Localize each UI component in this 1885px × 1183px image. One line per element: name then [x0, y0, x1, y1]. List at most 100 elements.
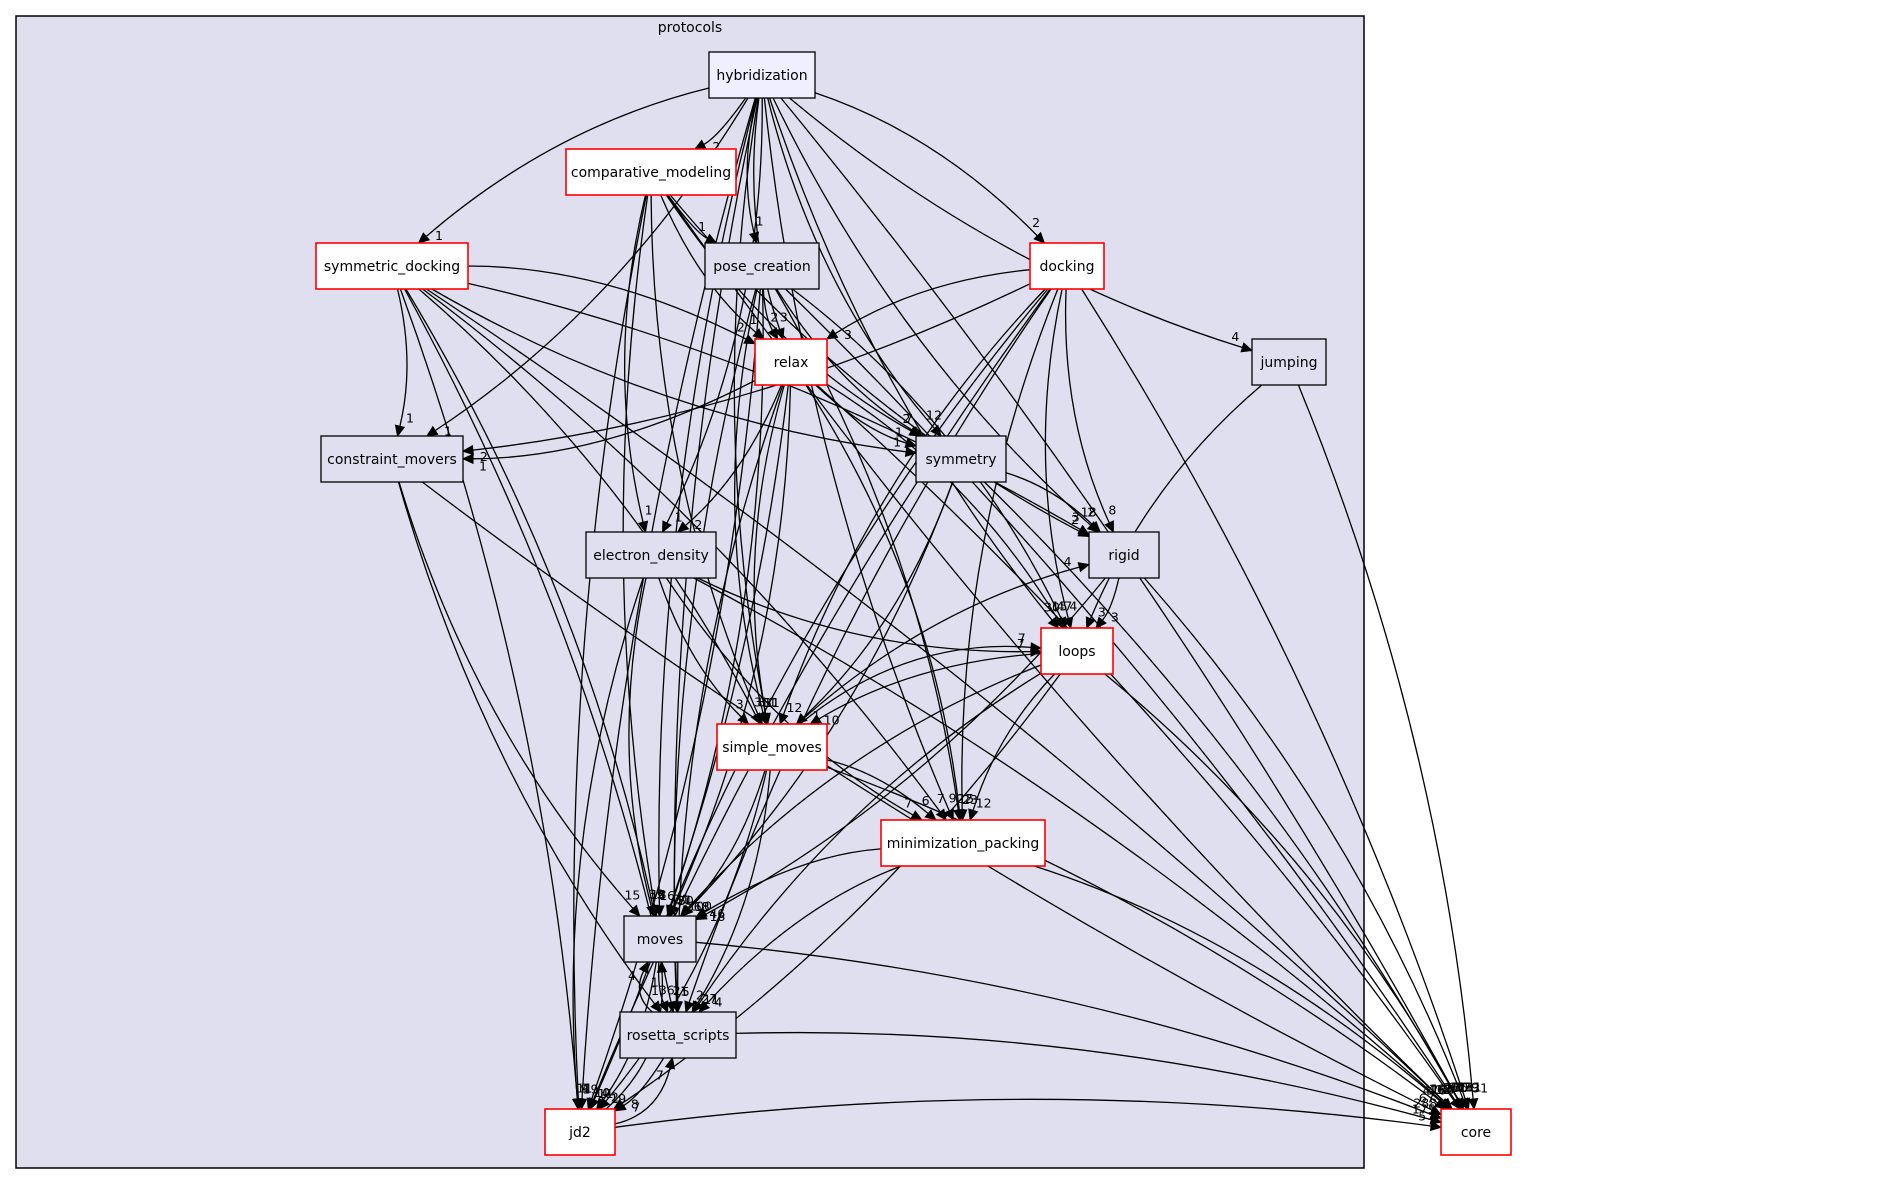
edge-label-symmetric-docking-to-rosetta-scripts[interactable]: 2 [673, 983, 681, 998]
edge-label-symmetric-docking-to-rigid[interactable]: 3 [1072, 510, 1080, 525]
edge-label-comparative-modeling-to-moves[interactable]: 9 [657, 887, 665, 902]
edge-label-hybridization-to-symmetric-docking[interactable]: 1 [435, 228, 443, 243]
edge-label-hybridization-to-jumping[interactable]: 4 [1231, 329, 1239, 344]
edge-label-hybridization-to-minimization-packing[interactable]: 9 [949, 791, 957, 806]
edge-label-pose-creation-to-symmetry[interactable]: 7 [905, 411, 913, 426]
node-box-symmetric-docking[interactable] [315, 242, 469, 290]
edge-label-relax-to-minimization-packing[interactable]: 15 [958, 791, 974, 806]
node-box-jd2[interactable] [544, 1108, 616, 1156]
node-hybridization[interactable]: hybridization [708, 51, 816, 99]
node-box-symmetry[interactable] [915, 435, 1007, 483]
node-jumping[interactable]: jumping [1251, 338, 1327, 386]
edge-label-symmetric-docking-to-symmetry[interactable]: 1 [893, 435, 901, 450]
edge-label-simple-moves-to-loops[interactable]: 7 [1018, 631, 1026, 646]
edge-label-comparative-modeling-to-symmetry[interactable]: 2 [903, 411, 911, 426]
edge-label-moves-to-core[interactable]: 288 [1413, 1096, 1437, 1111]
node-box-pose-creation[interactable] [704, 242, 820, 290]
edge-label-hybridization-to-comparative-modeling[interactable]: 2 [712, 139, 720, 154]
node-core[interactable]: core [1440, 1108, 1512, 1156]
edge-label-comparative-modeling-to-rigid[interactable]: 2 [1071, 512, 1079, 527]
edge-label-docking-to-minimization-packing[interactable]: 23 [962, 792, 978, 807]
edge-label-constraint-movers-to-core[interactable]: 67 [1419, 1091, 1435, 1106]
node-box-rosetta-scripts[interactable] [619, 1011, 737, 1059]
edge-label-jd2-to-moves[interactable]: 1 [651, 975, 659, 990]
edge-label-electron-density-to-simple-moves[interactable]: 3 [736, 696, 744, 711]
edge-label-symmetric-docking-to-constraint-movers[interactable]: 1 [406, 410, 414, 425]
edge-label-jumping-to-core[interactable]: 31 [1472, 1080, 1488, 1095]
edge-label-moves-to-rosetta-scripts[interactable]: 36 [659, 983, 675, 998]
edge-label-relax-to-moves[interactable]: 50 [678, 893, 694, 908]
edge-label-relax-to-simple-moves[interactable]: 31 [764, 695, 780, 710]
node-box-minimization-packing[interactable] [880, 819, 1046, 867]
edge-label-hybridization-to-moves[interactable]: 16 [659, 888, 675, 903]
edge-label-relax-to-electron-density[interactable]: 2 [694, 517, 702, 532]
edge-label-minimization-packing-to-core[interactable]: 412 [1428, 1082, 1452, 1097]
edge-label-loops-to-jd2[interactable]: 8 [631, 1096, 639, 1111]
edge-label-hybridization-to-pose-creation[interactable]: 1 [756, 214, 764, 229]
node-docking[interactable]: docking [1029, 242, 1105, 290]
edge-label-symmetric-docking-to-relax[interactable]: 2 [737, 319, 745, 334]
edge-label-relax-to-constraint-movers[interactable]: 1 [479, 459, 487, 474]
node-box-moves[interactable] [623, 915, 697, 963]
edge-label-pose-creation-to-minimization-packing[interactable]: 22 [957, 791, 973, 806]
edge-label-jd2-to-rosetta-scripts[interactable]: 7 [656, 1068, 664, 1083]
node-symmetry[interactable]: symmetry [915, 435, 1007, 483]
edge-label-simple-moves-to-rigid[interactable]: 4 [1064, 554, 1072, 569]
node-jd2[interactable]: jd2 [544, 1108, 616, 1156]
node-comparative-modeling[interactable]: comparative_modeling [565, 148, 737, 196]
node-constraint-movers[interactable]: constraint_movers [320, 435, 464, 483]
node-rosetta-scripts[interactable]: rosetta_scripts [619, 1011, 737, 1059]
edge-label-symmetry-to-rigid[interactable]: 2 [1087, 504, 1095, 519]
node-symmetric-docking[interactable]: symmetric_docking [315, 242, 469, 290]
edge-label-docking-to-rigid[interactable]: 8 [1108, 503, 1116, 518]
edge-label-docking-to-loops[interactable]: 4 [1069, 599, 1077, 614]
edge-label-docking-to-core[interactable]: 231 [1458, 1080, 1482, 1095]
node-pose-creation[interactable]: pose_creation [704, 242, 820, 290]
node-box-jumping[interactable] [1251, 338, 1327, 386]
node-box-simple-moves[interactable] [716, 723, 828, 771]
edge-label-electron-density-to-core[interactable]: 161 [1429, 1082, 1453, 1097]
edge-label-comparative-modeling-to-electron-density[interactable]: 1 [645, 503, 653, 518]
node-box-core[interactable] [1440, 1108, 1512, 1156]
node-electron-density[interactable]: electron_density [585, 531, 717, 579]
edge-label-comparative-modeling-to-pose-creation[interactable]: 1 [698, 219, 706, 234]
edge-label-docking-to-rosetta-scripts[interactable]: 2 [696, 988, 704, 1003]
node-box-rigid[interactable] [1088, 531, 1160, 579]
edge-label-symmetric-docking-to-simple-moves[interactable]: 3 [754, 695, 762, 710]
edge-label-constraint-movers-to-moves[interactable]: 15 [624, 888, 640, 903]
node-rigid[interactable]: rigid [1088, 531, 1160, 579]
edge-label-simple-moves-to-core[interactable]: 478 [1423, 1083, 1447, 1098]
edge-label-symmetry-to-moves[interactable]: 13 [694, 899, 710, 914]
node-box-loops[interactable] [1040, 627, 1114, 675]
edge-label-pose-creation-to-loops[interactable]: 47 [1056, 599, 1072, 614]
node-moves[interactable]: moves [623, 915, 697, 963]
node-minimization-packing[interactable]: minimization_packing [880, 819, 1046, 867]
edge-label-rigid-to-core[interactable]: 179 [1455, 1080, 1479, 1095]
edge-label-hybridization-to-electron-density[interactable]: 1 [675, 510, 683, 525]
edge-label-rigid-to-loops[interactable]: 3 [1111, 610, 1119, 625]
edge-label-rigid-to-moves[interactable]: 18 [709, 909, 725, 924]
edge-label-loops-to-core[interactable]: 458 [1449, 1080, 1473, 1095]
edge-label-constraint-movers-to-rosetta-scripts[interactable]: 1 [651, 983, 659, 998]
edge-label-electron-density-to-minimization-packing[interactable]: 7 [904, 795, 912, 810]
edge-label-rosetta-scripts-to-moves[interactable]: 4 [628, 968, 636, 983]
edge-label-rosetta-scripts-to-jd2[interactable]: 7 [632, 1099, 640, 1114]
edge-label-pose-creation-to-relax[interactable]: 2 [770, 310, 778, 325]
node-relax[interactable]: relax [754, 338, 828, 386]
node-box-electron-density[interactable] [585, 531, 717, 579]
edge-label-relax-to-loops[interactable]: 15 [1052, 599, 1068, 614]
node-box-constraint-movers[interactable] [320, 435, 464, 483]
edge-label-loops-to-minimization-packing[interactable]: 12 [976, 795, 992, 810]
edge-label-simple-moves-to-minimization-packing[interactable]: 6 [922, 793, 930, 808]
node-loops[interactable]: loops [1040, 627, 1114, 675]
edge-label-comparative-modeling-to-jd2[interactable]: 4 [582, 1081, 590, 1096]
edge-label-docking-to-jd2[interactable]: 4 [601, 1086, 609, 1101]
edge-label-hybridization-to-docking[interactable]: 2 [1032, 215, 1040, 230]
node-box-relax[interactable] [754, 338, 828, 386]
edge-label-electron-density-to-moves[interactable]: 33 [649, 887, 665, 902]
node-box-hybridization[interactable] [708, 51, 816, 99]
node-box-docking[interactable] [1029, 242, 1105, 290]
edge-label-jumping-to-loops[interactable]: 3 [1098, 605, 1106, 620]
edge-label-simple-moves-to-moves[interactable]: 68 [694, 899, 710, 914]
edge-label-minimization-packing-to-rosetta-scripts[interactable]: 4 [715, 995, 723, 1010]
